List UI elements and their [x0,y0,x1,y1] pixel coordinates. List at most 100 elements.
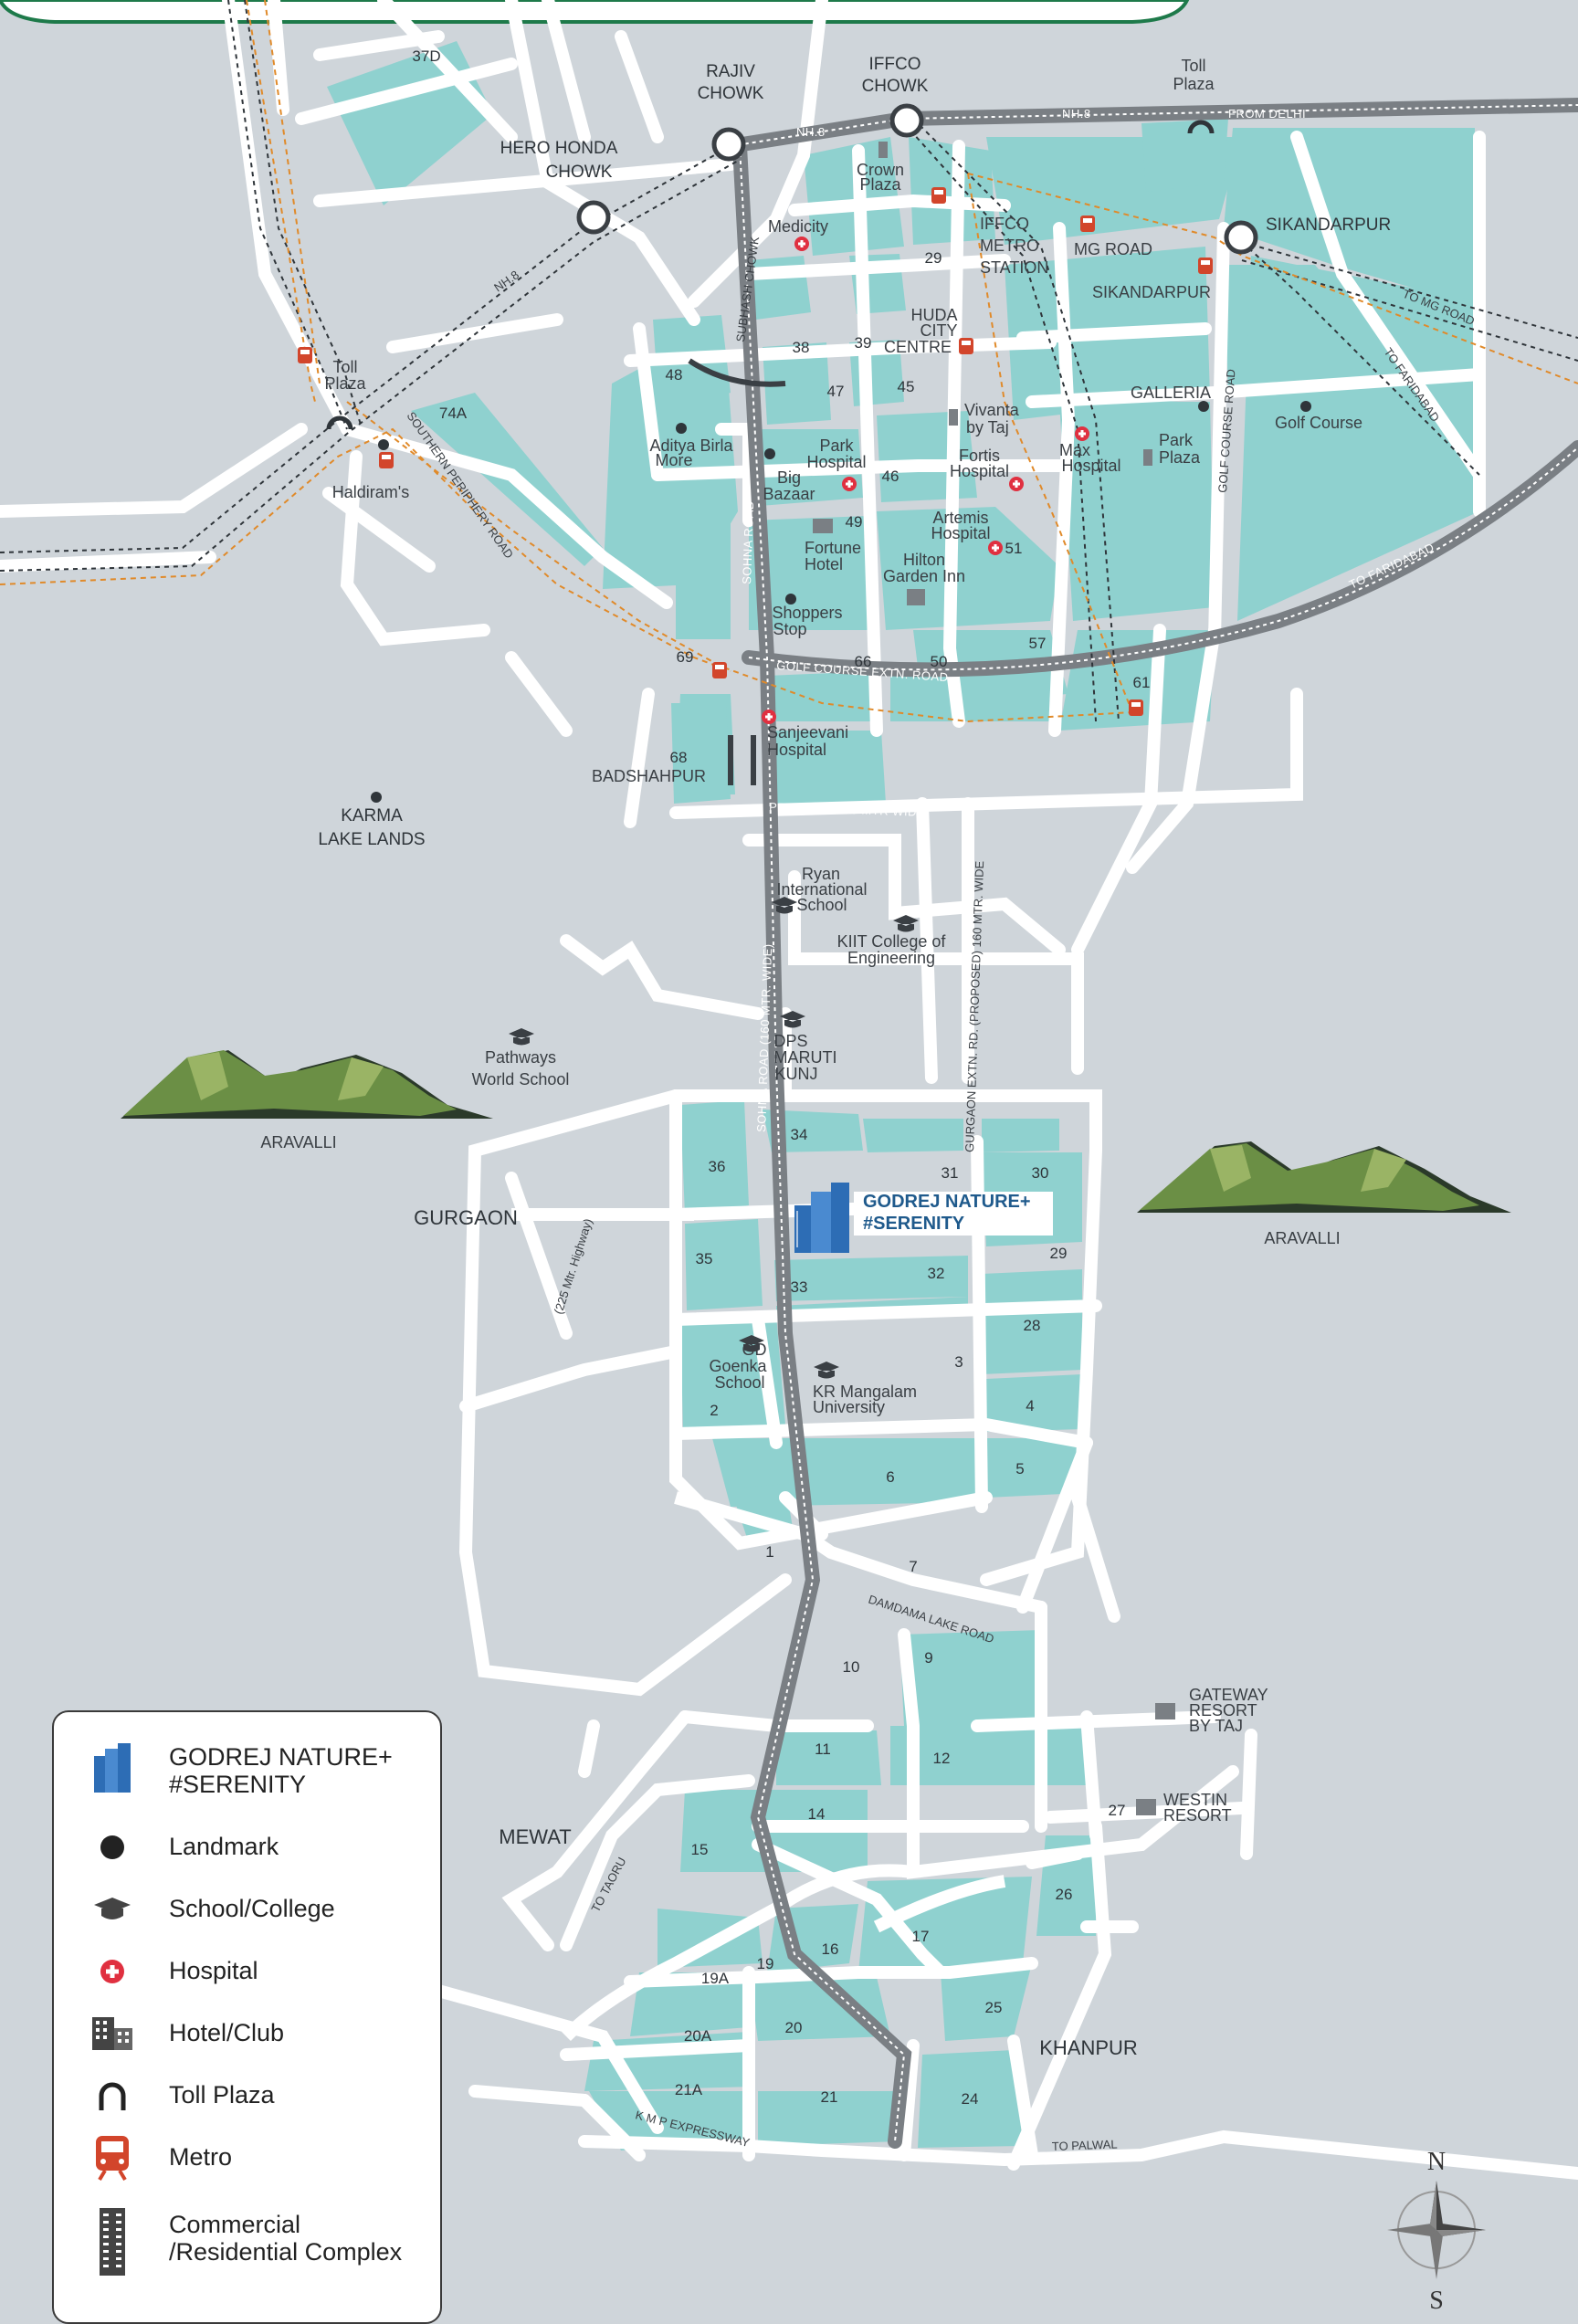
place-label: MG ROAD [1074,240,1152,258]
landmark-dots [371,401,1311,803]
sector-number: 27 [1109,1802,1126,1819]
aravalli-mountains-right [1137,1141,1511,1213]
toll-plaza-icon [89,2072,136,2119]
sector-number: 29 [925,249,942,267]
place-label: Hilton [903,551,945,569]
place-label: Hospital [950,462,1009,480]
place-label: Hospital [806,453,866,471]
project-label-bg [854,1192,1053,1236]
hero-honda-chowk-marker [576,200,611,235]
building-blue-icon [89,1743,136,1793]
sector-number: 5 [1015,1460,1024,1477]
metro-train-icon [89,2134,136,2182]
school-icons [509,897,919,1379]
place-label: HUDA [910,306,957,324]
junction-label: CHOWK [546,163,613,182]
road-label: PROPOSED 90 MTR WIDE [769,800,925,819]
place-label: RESORT [1189,1701,1257,1719]
place-label: KIIT College of [837,932,947,951]
place-label: Haldiram's [332,483,409,501]
sector-number: 31 [942,1164,959,1182]
sector-number: 15 [691,1841,709,1858]
toll-plaza-icon [1187,120,1215,134]
legend-label: Toll Plaza [169,2081,275,2108]
road-network [0,0,1578,2180]
toll-plaza-icon [326,415,353,430]
sector-number: 49 [846,513,863,531]
place-label: MARUTI [774,1048,837,1067]
place-label: IFFCO [980,215,1029,233]
sector-number: 26 [1056,1886,1073,1903]
place-label: STATION [980,258,1048,277]
rajiv-chowk-marker [711,127,746,162]
place-label: University [813,1398,885,1416]
legend-label: Hospital [169,1957,258,1984]
sector-number: 2 [710,1402,718,1419]
legend-label: /Residential Complex [169,2238,403,2266]
sector-number: 30 [1032,1164,1049,1182]
place-label: ARAVALLI [260,1133,336,1151]
sector-number: 32 [928,1265,945,1282]
sector-number: 4 [1026,1397,1034,1414]
sector-number: 48 [666,366,683,384]
sector-number: 50 [931,653,948,670]
sector-number: 46 [882,468,899,485]
sector-number: 17 [912,1928,930,1945]
sector-number: 12 [933,1750,951,1767]
legend-item: Hotel/Club [54,2010,440,2065]
hospital-icons [762,237,1089,724]
place-label: Sanjeevani [767,723,848,741]
sector-blocks-south [584,1100,1096,2150]
subhash-chowk-flyover [688,358,786,387]
place-label: GURGAON [414,1206,518,1229]
sector-number: 68 [670,749,688,766]
legend-label: School/College [169,1895,335,1922]
legend-item: Toll Plaza [54,2072,440,2127]
place-label: DPS [773,1032,807,1050]
sector-number: 39 [855,334,872,352]
place-label: Engineering [847,949,935,967]
place-label: Park [819,436,854,455]
compass-north: N [1427,2148,1446,2176]
place-label: ARAVALLI [1264,1229,1340,1247]
place-label: Bazaar [763,485,815,503]
south-loops [511,1208,1006,2041]
sector-number: 1 [765,1543,773,1561]
flyover-markers [688,358,786,785]
place-label: Fortune [805,539,861,557]
sikandarpur-marker [1224,220,1258,255]
sector-number: 28 [1024,1317,1041,1334]
hotel-building-icon [89,2010,136,2057]
sector-number: 29 [1050,1245,1068,1262]
sector-number: 3 [954,1353,963,1371]
legend-label: Landmark [169,1833,279,1860]
place-label: by Taj [966,418,1009,436]
sector-number: 21A [675,2081,703,2098]
sector-number: 38 [793,339,810,356]
sector-number: 16 [822,1940,839,1958]
place-label: Aditya Birla [649,436,733,455]
legend-item: School/College [54,1886,440,1940]
sector-number: 66 [855,653,872,670]
sector-number: 19 [757,1955,774,1972]
junction-label: CHOWK [862,77,929,96]
metro-line [0,0,1578,723]
legend-item: Hospital [54,1948,440,2003]
hotel-icons [813,142,1175,1815]
place-label: KARMA [341,806,403,825]
toll-label: Toll [1181,57,1205,75]
place-label: BY TAJ [1189,1717,1243,1735]
sector-number: 21 [821,2088,838,2106]
sector-number: 25 [985,1999,1003,2016]
place-label: Hospital [767,741,826,759]
compass-rose: N S [1386,2148,1487,2315]
place-label: WESTIN [1163,1791,1227,1809]
project-label: #SERENITY [863,1214,965,1234]
toll-label: Plaza [324,374,366,393]
dashed-roads [0,0,1578,722]
junction-label: HERO HONDA [500,139,618,158]
sector-number: 34 [791,1126,808,1143]
badshahpur-flyover [728,735,756,785]
legend-label: Commercial [169,2211,301,2238]
tower-icon [89,2205,136,2278]
